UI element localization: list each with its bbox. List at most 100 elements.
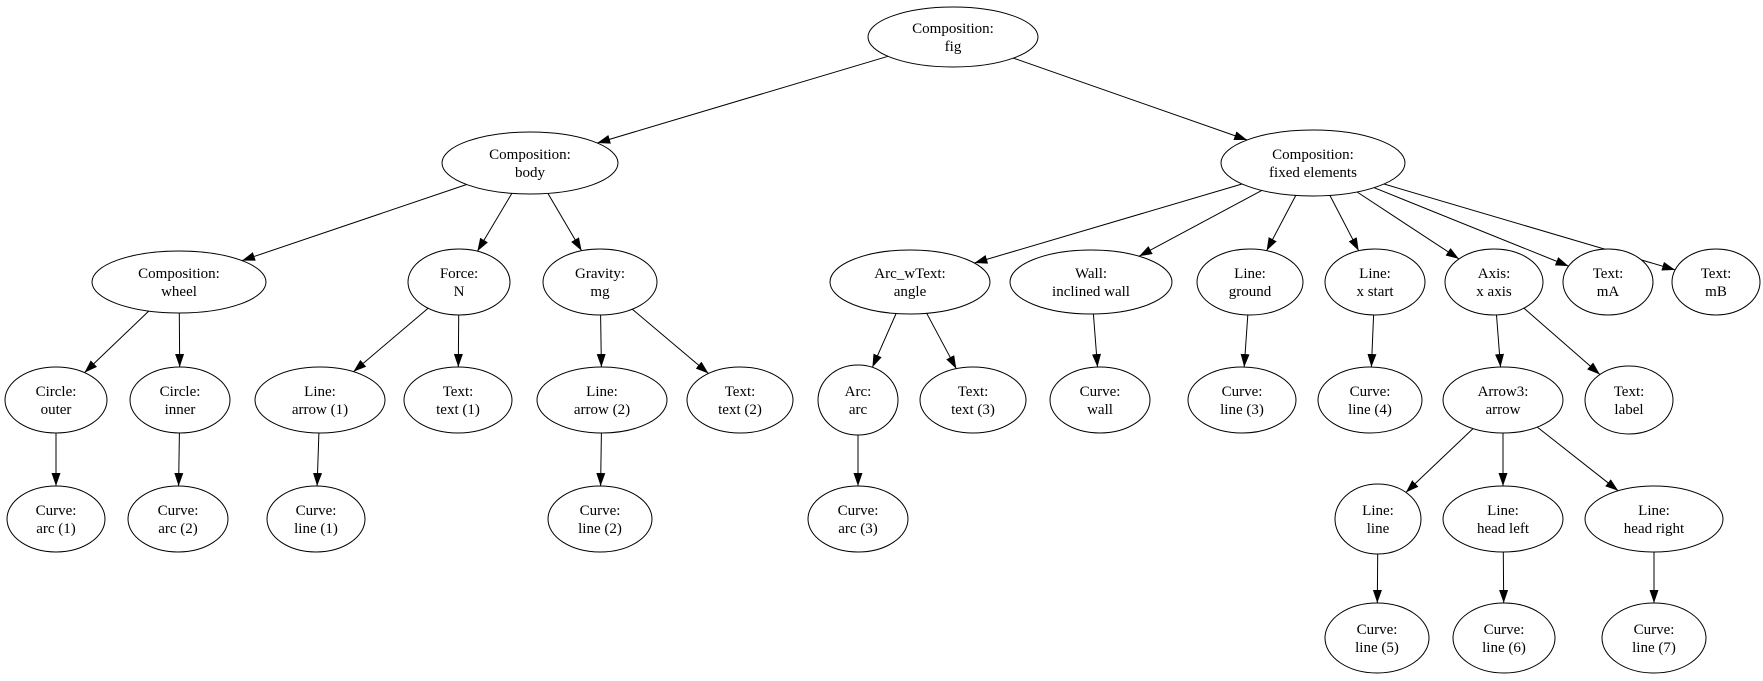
tree-node-fig: Composition:fig	[867, 6, 1039, 68]
tree-node-text-ma: Text: mA	[1562, 248, 1654, 316]
node-ellipse-fixed-elements	[1220, 129, 1406, 197]
tree-node-circle-outer: Circle: outer	[4, 366, 108, 434]
node-label-type: Curve:	[1357, 622, 1398, 638]
edge-fixed-elements-to-text-ma	[1373, 187, 1569, 267]
node-label-type: Line:	[1638, 503, 1670, 519]
tree-node-gravity-mg: Gravity: mg	[542, 248, 658, 316]
node-label-name: x axis	[1476, 284, 1512, 300]
node-ellipse-arrow3-arrow	[1442, 366, 1564, 434]
edge-fixed-elements-to-line-ground	[1266, 195, 1297, 251]
node-ellipse-line-head-left	[1442, 485, 1564, 553]
node-label-type: Line:	[304, 384, 336, 400]
node-ellipse-wheel	[91, 250, 267, 314]
node-label-name: arc	[849, 402, 868, 418]
tree-node-text-text-2: Text:text (2)	[686, 366, 794, 434]
tree-node-text-label: Text:label	[1584, 365, 1674, 435]
tree-node-text-text-3: Text: text (3)	[919, 366, 1027, 434]
tree-node-fixed-elements: Composition: fixed elements	[1220, 129, 1406, 197]
node-label-name: mA	[1597, 284, 1620, 300]
node-ellipse-line-arrow-1	[254, 366, 386, 434]
tree-node-curve-line-6: Curve: line (6)	[1452, 602, 1556, 674]
node-label-type: Composition:	[912, 21, 994, 37]
tree-node-curve-line-3: Curve:line (3)	[1187, 366, 1297, 434]
node-label-type: Text:	[1593, 266, 1624, 282]
node-ellipse-curve-arc-1	[6, 485, 106, 553]
tree-node-wheel: Composition: wheel	[91, 250, 267, 314]
edge-axis-x-axis-to-arrow3-arrow	[1495, 314, 1504, 368]
node-label-type: Curve:	[36, 503, 77, 519]
node-label-name: fixed elements	[1269, 165, 1357, 181]
edge-circle-inner-to-curve-arc-2	[174, 432, 184, 487]
edge-body-to-wheel	[241, 184, 467, 262]
tree-node-line-head-right: Line:head right	[1584, 485, 1724, 553]
node-ellipse-arc-wtext-angle	[829, 249, 991, 315]
node-label-type: Composition:	[1272, 147, 1354, 163]
tree-node-line-head-left: Line:head left	[1442, 485, 1564, 553]
edge-gravity-mg-to-line-arrow-2	[596, 314, 606, 368]
tree-node-curve-wall: Curve:wall	[1049, 366, 1151, 434]
node-label-name: mB	[1705, 284, 1727, 300]
node-label-type: Line:	[1362, 503, 1394, 519]
nodes-layer: Composition:figComposition:bodyCompositi…	[4, 6, 1761, 674]
node-label-name: N	[454, 284, 465, 300]
node-label-name: line (4)	[1348, 402, 1392, 418]
node-ellipse-axis-x-axis	[1444, 248, 1544, 316]
node-ellipse-wall-inclined	[1009, 249, 1173, 315]
tree-node-wall-inclined: Wall: inclined wall	[1009, 249, 1173, 315]
node-label-type: Composition:	[138, 266, 220, 282]
tree-node-arrow3-arrow: Arrow3:arrow	[1442, 366, 1564, 434]
node-label-name: wheel	[161, 284, 197, 300]
node-label-type: Gravity:	[575, 266, 625, 282]
node-ellipse-curve-line-5	[1324, 602, 1430, 674]
node-label-name: line	[1367, 521, 1390, 537]
node-ellipse-force-n	[407, 248, 511, 316]
node-label-name: text (2)	[718, 402, 762, 418]
node-label-name: line (3)	[1220, 402, 1264, 418]
tree-node-text-text-1: Text:text (1)	[403, 366, 513, 434]
edge-body-to-gravity-mg	[547, 193, 583, 252]
tree-node-curve-line-1: Curve: line (1)	[266, 485, 366, 553]
node-label-name: line (1)	[294, 521, 338, 537]
node-label-name: arrow	[1486, 402, 1521, 418]
node-label-name: line (6)	[1482, 640, 1526, 656]
tree-node-arc-arc: Arc:arc	[817, 364, 899, 436]
node-ellipse-circle-inner	[129, 366, 231, 434]
node-label-name: outer	[41, 402, 72, 418]
node-label-name: mg	[590, 284, 610, 300]
node-label-type: Text:	[1614, 384, 1645, 400]
node-label-type: Wall:	[1075, 266, 1107, 282]
node-label-type: Curve:	[1484, 622, 1525, 638]
edge-axis-x-axis-to-text-label	[1523, 307, 1601, 375]
tree-node-curve-arc-1: Curve:arc (1)	[6, 485, 106, 553]
node-label-type: Text:	[958, 384, 989, 400]
tree-node-line-arrow-1: Line:arrow (1)	[254, 366, 386, 434]
node-ellipse-text-mb	[1671, 248, 1761, 316]
node-ellipse-curve-arc-2	[127, 485, 229, 553]
tree-node-curve-line-5: Curve: line (5)	[1324, 602, 1430, 674]
node-label-name: inner	[165, 402, 196, 418]
node-label-type: Circle:	[36, 384, 77, 400]
node-label-type: Curve:	[1634, 622, 1675, 638]
node-ellipse-line-x-start	[1324, 248, 1426, 316]
node-ellipse-curve-line-6	[1452, 602, 1556, 674]
node-label-type: Curve:	[838, 503, 879, 519]
edge-body-to-force-n	[476, 193, 513, 252]
node-label-name: line (2)	[578, 521, 622, 537]
edge-wheel-to-circle-outer	[84, 310, 150, 373]
node-label-name: text (3)	[951, 402, 995, 418]
node-ellipse-circle-outer	[4, 366, 108, 434]
node-ellipse-curve-line-7	[1601, 602, 1707, 674]
node-label-type: Curve:	[580, 503, 621, 519]
edge-line-arrow-1-to-curve-line-1	[313, 432, 323, 487]
node-ellipse-curve-line-4	[1317, 366, 1423, 434]
node-label-type: Circle:	[160, 384, 201, 400]
node-label-type: Curve:	[296, 503, 337, 519]
edge-fixed-elements-to-arc-wtext-angle	[974, 183, 1243, 264]
node-ellipse-text-label	[1584, 365, 1674, 435]
node-ellipse-line-arrow-2	[536, 366, 668, 434]
node-label-name: inclined wall	[1052, 284, 1130, 300]
node-ellipse-text-ma	[1562, 248, 1654, 316]
node-ellipse-text-text-2	[686, 366, 794, 434]
node-label-name: line (5)	[1355, 640, 1399, 656]
